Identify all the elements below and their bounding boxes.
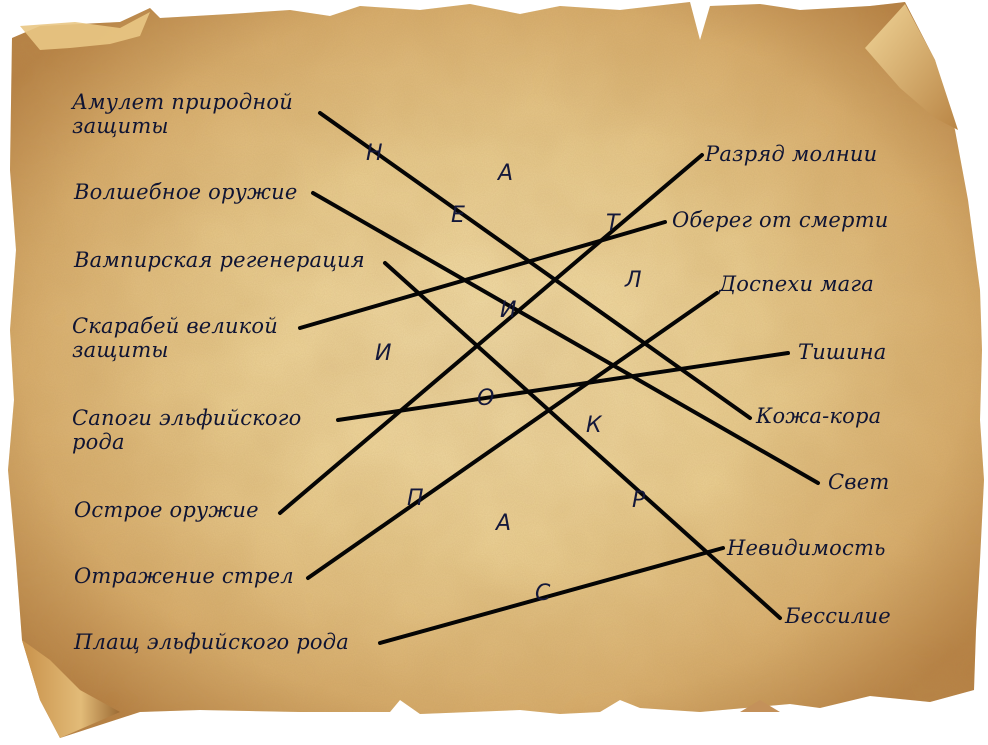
connection-line [311,191,820,485]
left-item-arrow-reflection[interactable]: Отражение стрел [74,564,294,588]
left-item-vampiric-regeneration[interactable]: Вампирская регенерация [74,248,365,272]
connection-line [378,546,725,645]
connection-line [278,153,704,515]
connection-line [336,351,790,422]
left-item-magic-weapon[interactable]: Волшебное оружие [74,180,298,204]
right-item-silence[interactable]: Тишина [798,340,887,364]
right-item-death-ward[interactable]: Оберег от смерти [672,208,889,232]
left-item-elven-cloak[interactable]: Плащ эльфийского рода [74,630,349,654]
connection-line [306,291,719,580]
left-item-label: Амулет природной [72,90,293,114]
right-item-light[interactable]: Свет [828,470,890,494]
left-item-elven-boots[interactable]: Сапоги эльфийского рода [72,406,301,454]
connection-line [383,261,782,620]
right-item-weakness[interactable]: Бессилие [785,604,891,628]
left-item-scarab[interactable]: Скарабей великой защиты [72,314,278,362]
right-item-barkskin[interactable]: Кожа-кора [756,404,882,428]
right-item-lightning[interactable]: Разряд молнии [705,142,878,166]
left-item-amulet[interactable]: Амулет природной защиты [72,90,293,138]
right-item-mage-armor[interactable]: Доспехи мага [719,272,874,296]
connection-line [318,111,752,420]
connection-line [298,220,667,330]
left-item-label: рода [72,430,125,454]
left-item-sharp-weapon[interactable]: Острое оружие [74,498,259,522]
left-item-label: Сапоги эльфийского [72,406,302,430]
left-item-label: защиты [72,114,169,138]
left-item-label: Скарабей великой [72,314,278,338]
right-item-invisibility[interactable]: Невидимость [727,536,886,560]
left-item-label: защиты [72,338,169,362]
